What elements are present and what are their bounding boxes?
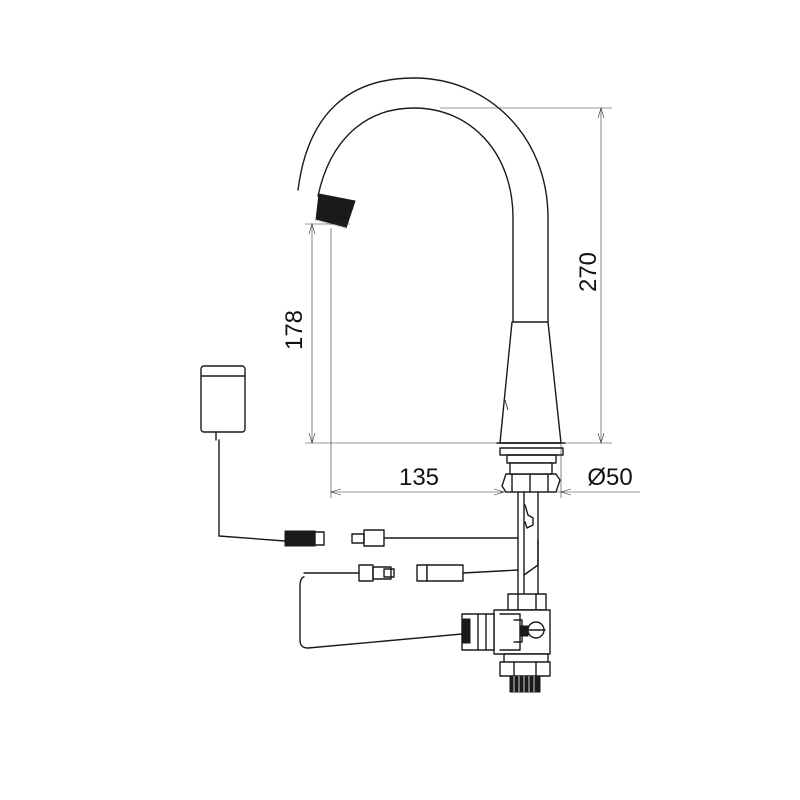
dimension-spout-height: 178 — [281, 222, 497, 445]
control-box — [200, 365, 286, 542]
dimension-label-270: 270 — [575, 252, 602, 292]
dimension-label-178: 178 — [281, 310, 308, 350]
solenoid-valve — [461, 593, 551, 693]
spout-nozzle — [315, 193, 356, 229]
dimension-spout-reach: 135 — [329, 228, 506, 498]
cable-connector-lower — [299, 564, 519, 649]
dimension-label-diameter: Ø50 — [587, 464, 632, 491]
supply-lines — [517, 491, 539, 599]
faucet-body — [496, 321, 566, 493]
dimension-base-diameter: Ø50 — [500, 443, 640, 498]
gooseneck-spout — [297, 77, 549, 323]
cable-connector-upper — [284, 529, 519, 547]
dimension-total-height: 270 — [440, 106, 612, 445]
dimension-label-135: 135 — [399, 464, 439, 491]
